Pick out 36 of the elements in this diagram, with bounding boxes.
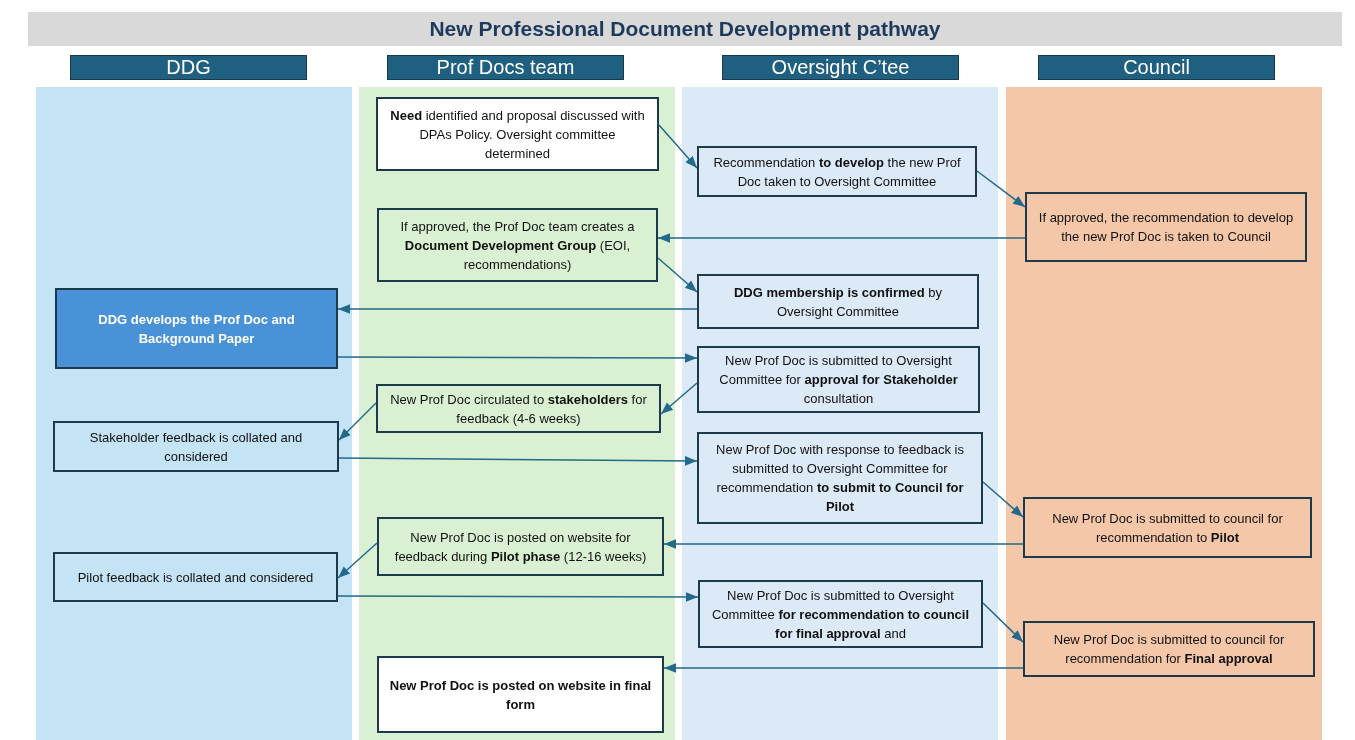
process-box: New Prof Doc is submitted to council for recommendation for Final approval: [1023, 621, 1315, 677]
process-box: Pilot feedback is collated and considered: [53, 552, 338, 602]
arrow: [337, 353, 698, 363]
process-box: New Prof Doc is posted on website in final form: [377, 656, 664, 733]
process-box: Recommendation to develop the new Prof Doc taken to Oversight Committee: [697, 146, 977, 197]
arrow: [337, 542, 378, 579]
process-box: DDG membership is confirmed by Oversight Committee: [697, 274, 979, 329]
arrow: [982, 602, 1024, 643]
lane-header: DDG: [70, 55, 307, 80]
arrow: [338, 456, 698, 466]
lane-header: Prof Docs team: [387, 55, 624, 80]
arrow: [657, 233, 1026, 243]
arrow: [663, 539, 1024, 549]
process-box: New Prof Doc with response to feedback is submitted to Oversight Committee for recommendation to submit to Council for Pilot: [697, 432, 983, 524]
process-box: New Prof Doc circulated to stakeholders for feedback (4-6 weeks): [376, 384, 661, 433]
arrow: [663, 663, 1024, 673]
process-box: New Prof Doc is submitted to Oversight Committee for recommendation to council for final approval and: [698, 580, 983, 648]
process-box: DDG develops the Prof Doc and Background Paper: [55, 288, 338, 369]
arrow: [658, 124, 698, 169]
lane-header: Council: [1038, 55, 1275, 80]
process-box: Stakeholder feedback is collated and considered: [53, 421, 339, 472]
arrow: [337, 592, 699, 602]
process-box: If approved, the recommendation to develop the new Prof Doc is taken to Council: [1025, 192, 1307, 262]
process-box: New Prof Doc is submitted to Oversight Committee for approval for Stakeholder consultation: [697, 346, 980, 413]
arrow: [657, 257, 698, 293]
arrow: [660, 382, 698, 415]
arrow: [982, 481, 1024, 518]
arrow: [338, 402, 377, 441]
lane-header: Oversight C’tee: [722, 55, 959, 80]
arrow: [976, 170, 1026, 208]
process-box: New Prof Doc is posted on website for feedback during Pilot phase (12-16 weeks): [377, 517, 664, 576]
process-box: Need identified and proposal discussed with DPAs Policy. Oversight committee determined: [376, 97, 659, 171]
title-bar: New Professional Document Development pathway: [28, 12, 1342, 46]
arrow: [337, 304, 698, 314]
process-box: If approved, the Prof Doc team creates a Document Development Group (EOI, recommendations): [377, 208, 658, 282]
process-box: New Prof Doc is submitted to council for recommendation to Pilot: [1023, 497, 1312, 558]
